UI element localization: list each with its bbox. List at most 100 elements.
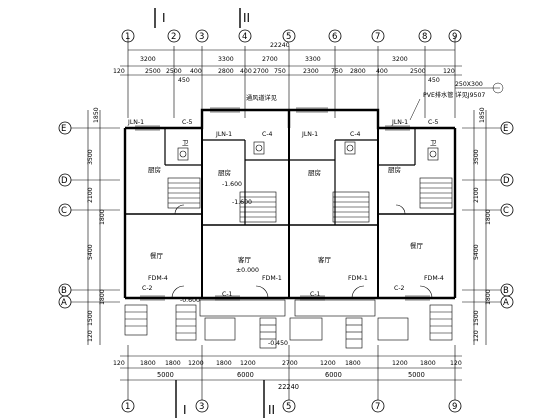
pipe-note-1: 250X300 xyxy=(455,81,483,88)
right-dim-4: 1800 xyxy=(485,209,492,225)
bottom-detail-dim-9: 1800 xyxy=(345,360,361,367)
left-dims: 1850 3500 2100 1800 5400 1800 1500 120 xyxy=(87,107,106,342)
axis-top-1: 1 xyxy=(125,32,130,42)
right-dim-1: 1850 xyxy=(479,107,486,123)
right-dim-5: 5400 xyxy=(473,244,480,260)
bottom-major-dim-1: 5000 xyxy=(157,371,174,379)
top-dimension-lines xyxy=(120,36,462,118)
window-c5-left: C-5 xyxy=(182,119,193,126)
axis-leaders-bottom xyxy=(127,385,456,400)
axis-bottom-1: 1 xyxy=(125,402,130,412)
bottom-detail-dim-11: 1800 xyxy=(420,360,436,367)
axis-top-2: 2 xyxy=(171,32,176,42)
entry-door-3: FDM-1 xyxy=(348,275,368,282)
axis-bottom-7: 7 xyxy=(375,402,380,412)
section-mark-bottom-2: II xyxy=(268,403,275,417)
axis-top-6: 6 xyxy=(332,32,337,42)
room-kitchen-4: 厨房 xyxy=(388,165,401,174)
pipe-note-2: PVE排水管 详见J9507 xyxy=(423,91,485,99)
door-swings xyxy=(171,204,433,299)
bottom-detail-dim-5: 1800 xyxy=(216,360,232,367)
left-dim-1: 1850 xyxy=(93,107,100,123)
vent-label: 通风道详见 xyxy=(246,94,277,102)
axis-right-a: A xyxy=(503,298,509,308)
right-dim-6: 1800 xyxy=(485,289,492,305)
room-living-2: 客厅 xyxy=(318,255,332,264)
door-tag-2: JLN-1 xyxy=(215,131,232,138)
left-dim-5: 5400 xyxy=(87,244,94,260)
window-c5-right: C-5 xyxy=(428,119,439,126)
bottom-detail-dims: 120 1800 1800 1200 1800 1200 2700 1200 1… xyxy=(113,360,462,367)
stairs xyxy=(124,177,453,349)
level-porch: -0.600 xyxy=(180,297,200,304)
window-c4-right: C-4 xyxy=(350,131,361,138)
bottom-detail-dim-12: 120 xyxy=(450,360,462,367)
bottom-detail-dim-8: 1200 xyxy=(320,360,336,367)
window-marks xyxy=(135,107,430,301)
axis-bottom-9: 9 xyxy=(452,402,457,412)
bath-fixtures xyxy=(177,141,439,161)
level-kitchen: -1.600 xyxy=(222,181,242,188)
room-kitchen-1: 厨房 xyxy=(148,165,161,174)
axis-bubbles-bottom: 1 3 5 7 9 xyxy=(121,399,462,413)
top-detail-dim-9: 2300 xyxy=(303,68,319,75)
room-living-1: 客厅 xyxy=(238,255,252,264)
bottom-detail-dim-6: 1200 xyxy=(240,360,256,367)
axis-right-d: D xyxy=(503,176,510,186)
axis-bottom-3: 3 xyxy=(199,402,204,412)
top-detail-dim-1: 120 xyxy=(113,68,125,75)
entry-door-2: FDM-1 xyxy=(262,275,282,282)
axis-top-9: 9 xyxy=(452,32,457,42)
leader-lines xyxy=(409,82,504,121)
axis-bubbles-top: 1 2 3 4 5 6 7 8 9 xyxy=(121,29,462,43)
axis-left-c: C xyxy=(61,206,67,216)
left-dim-6: 1800 xyxy=(99,289,106,305)
top-detail-dim-2: 2500 xyxy=(145,68,161,75)
bottom-major-dims: 5000 6000 6000 5000 xyxy=(157,371,425,379)
left-dim-3: 2100 xyxy=(87,187,94,203)
right-dims: 1850 3500 2100 1800 5400 1800 1500 120 xyxy=(473,107,492,342)
top-detail-dim-11: 2800 xyxy=(350,68,366,75)
top-detail-dim-4: 400 xyxy=(190,68,202,75)
top-detail-dim-12: 400 xyxy=(376,68,388,75)
room-kitchen-2: 厨房 xyxy=(218,168,231,177)
axis-left-d: D xyxy=(61,176,68,186)
level-living: ±0.000 xyxy=(236,267,259,274)
right-dim-2: 3500 xyxy=(473,149,480,165)
level-steps: -0.450 xyxy=(268,340,288,347)
top-detail-dim-6: 400 xyxy=(240,68,252,75)
walls xyxy=(123,108,457,300)
window-c4-left: C-4 xyxy=(262,131,273,138)
axis-left-b: B xyxy=(61,286,67,296)
opening-tags: JLN-1 JLN-1 JLN-1 JLN-1 C-5 C-5 C-4 C-4 … xyxy=(127,81,485,298)
axis-bubbles-right: E D C B A xyxy=(500,121,514,309)
bottom-detail-dim-4: 1200 xyxy=(188,360,204,367)
window-c1-right: C-1 xyxy=(310,291,321,298)
top-detail-dim-13: 2500 xyxy=(410,68,426,75)
bottom-detail-dim-2: 1800 xyxy=(140,360,156,367)
right-dim-3: 2100 xyxy=(473,187,480,203)
left-dim-4: 1800 xyxy=(99,209,106,225)
section-marks: I II I II xyxy=(154,8,275,418)
axis-bottom-5: 5 xyxy=(286,402,291,412)
window-c2-right: C-2 xyxy=(394,285,405,292)
level-stair: -1.600 xyxy=(232,199,252,206)
top-side-dim-1: 450 xyxy=(178,77,190,84)
bottom-dimension-lines xyxy=(120,345,462,385)
axis-right-e: E xyxy=(503,124,508,134)
top-detail-dim-3: 2500 xyxy=(166,68,182,75)
axis-top-3: 3 xyxy=(199,32,204,42)
top-detail-dim-7: 2700 xyxy=(253,68,269,75)
door-tag-3: JLN-1 xyxy=(301,131,318,138)
section-mark-top-2: II xyxy=(243,11,250,25)
left-dim-7: 1500 xyxy=(87,310,94,326)
top-detail-dim-5: 2800 xyxy=(218,68,234,75)
bottom-detail-dim-3: 1800 xyxy=(165,360,181,367)
section-mark-top-1: I xyxy=(162,11,166,25)
room-bath-2: 卫 xyxy=(430,139,437,147)
top-detail-dim-14: 120 xyxy=(443,68,455,75)
axis-top-8: 8 xyxy=(422,32,427,42)
bottom-major-dim-2: 6000 xyxy=(237,371,254,379)
room-dining-2: 餐厅 xyxy=(410,241,424,250)
